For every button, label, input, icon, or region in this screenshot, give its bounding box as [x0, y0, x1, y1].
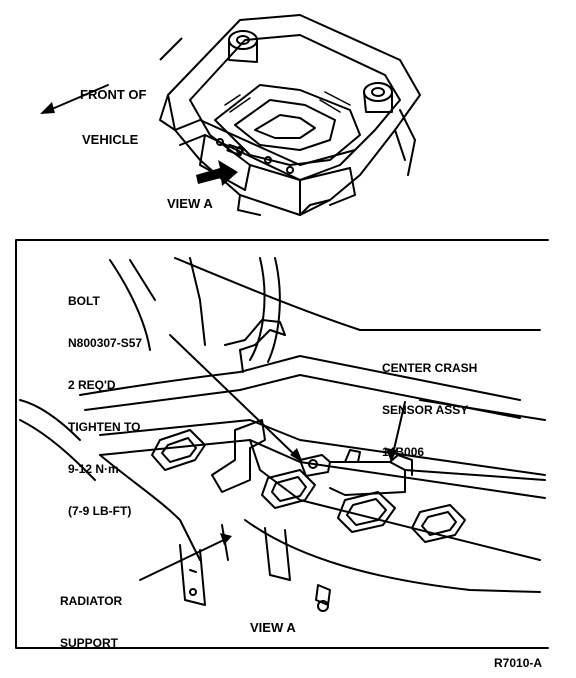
figure-code: R7010-A: [494, 656, 543, 670]
bolt-line-1: BOLT: [68, 294, 100, 308]
bolt-line-2: N800307-S57: [68, 336, 143, 350]
front-of-vehicle-line-2: VEHICLE: [82, 132, 139, 147]
crash-sensor-line-1: CENTER CRASH: [382, 361, 478, 375]
view-a-bottom-label: VIEW A: [250, 620, 296, 635]
bolt-line-6: (7-9 LB-FT): [68, 504, 132, 518]
radiator-support-line-1: RADIATOR: [60, 594, 123, 608]
radiator-support-callout: RADIATOR SUPPORT: [60, 566, 122, 678]
front-of-vehicle-line-1: FRONT OF: [80, 87, 147, 102]
bolt-line-4: TIGHTEN TO: [68, 420, 141, 434]
bolt-callout: BOLT N800307-S57 2 REQ'D TIGHTEN TO 9-12…: [68, 266, 142, 546]
view-a-top-label: VIEW A: [167, 196, 213, 211]
crash-sensor-line-3: 14B006: [382, 445, 425, 459]
bolt-line-3: 2 REQ'D: [68, 378, 116, 392]
radiator-support-line-2: SUPPORT: [60, 636, 119, 650]
center-crash-sensor-callout: CENTER CRASH SENSOR ASSY 14B006: [382, 333, 477, 487]
crash-sensor-line-2: SENSOR ASSY: [382, 403, 469, 417]
bolt-line-5: 9-12 N·m: [68, 462, 119, 476]
front-of-vehicle-label: FRONT OF VEHICLE: [80, 57, 146, 177]
